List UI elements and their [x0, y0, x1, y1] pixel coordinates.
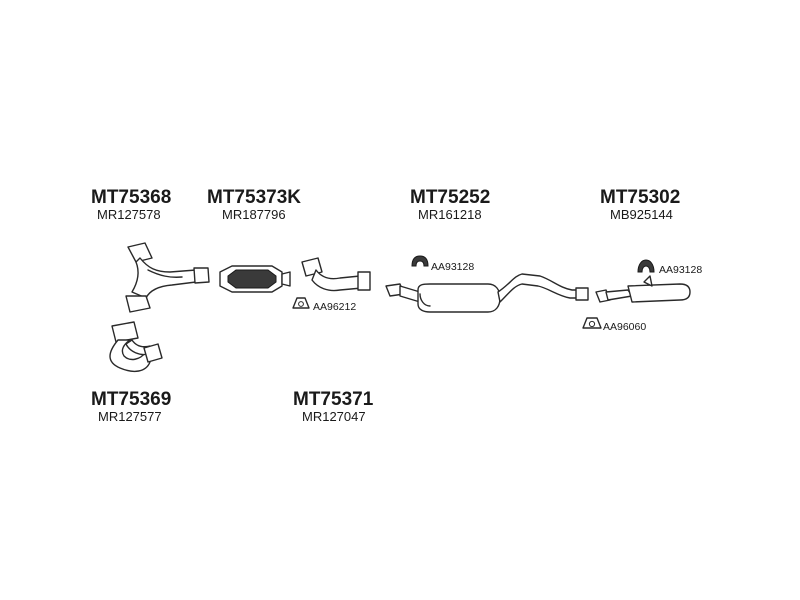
part-label-aa96060: AA96060 [603, 321, 646, 333]
part-number-mt75373k: MT75373K [207, 187, 301, 208]
part-number-mt75252: MT75252 [410, 187, 490, 208]
middle-silencer-drawing [385, 255, 589, 313]
oem-number-mr127577: MR127577 [98, 409, 162, 424]
oem-number-mr127578: MR127578 [97, 207, 161, 222]
part-label-aa93128-a: AA93128 [431, 261, 474, 273]
oem-number-mr187796: MR187796 [222, 207, 286, 222]
rear-pipe-drawing [582, 259, 691, 329]
rubber-hanger-icon [637, 259, 655, 273]
part-number-mt75302: MT75302 [600, 187, 680, 208]
oem-number-mr127047: MR127047 [302, 409, 366, 424]
part-label-aa93128-b: AA93128 [659, 264, 702, 276]
part-number-mt75368: MT75368 [91, 187, 171, 208]
part-number-mt75371: MT75371 [293, 389, 374, 410]
front-down-pipe-drawing [109, 321, 163, 373]
oem-number-mr161218: MR161218 [418, 207, 482, 222]
part-label-aa96212: AA96212 [313, 301, 356, 313]
rubber-hanger-icon [411, 255, 429, 267]
oem-number-mb925144: MB925144 [610, 207, 673, 222]
part-number-mt75369: MT75369 [91, 389, 171, 410]
intermediate-pipe-drawing [292, 257, 371, 309]
front-y-pipe-drawing [125, 242, 210, 313]
catalytic-converter-drawing [219, 265, 291, 293]
